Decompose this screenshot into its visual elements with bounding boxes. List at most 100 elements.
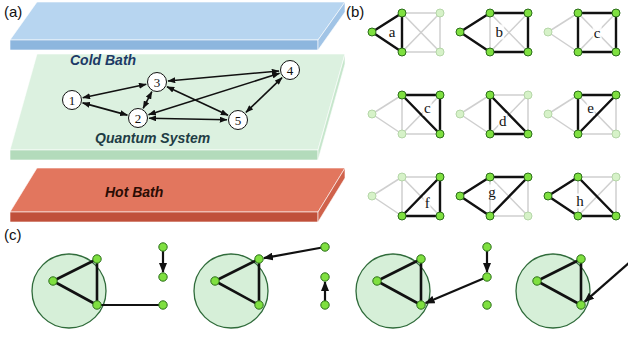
- graph-vertex: [211, 277, 219, 285]
- graph-vertex: [456, 192, 464, 200]
- graph-vertex: [417, 301, 425, 309]
- graph-vertex: [574, 212, 582, 220]
- graph-vertex: [321, 243, 329, 251]
- faint-edge: [548, 114, 578, 134]
- faint-edge: [489, 13, 491, 52]
- graph-vertex: [524, 130, 532, 138]
- cycle-path: [402, 177, 440, 216]
- cycle-label: f: [424, 196, 431, 211]
- cycle-path: [490, 95, 528, 134]
- cycle-icon: [368, 91, 444, 138]
- faint-edge: [402, 51, 440, 53]
- cycle-icon: [368, 9, 444, 56]
- graph-vertex: [486, 9, 494, 17]
- graph-vertex: [373, 277, 381, 285]
- faint-edge: [490, 95, 528, 134]
- faint-edge: [460, 114, 490, 134]
- graph-vertex: [417, 255, 425, 263]
- faint-edge: [372, 114, 402, 134]
- faint-edge: [401, 95, 403, 134]
- slab-face: [318, 2, 345, 50]
- graph-vertex: [524, 9, 532, 17]
- graph-vertex: [49, 277, 57, 285]
- cycle-icon: [456, 91, 532, 138]
- graph-vertex: [574, 91, 582, 99]
- slab-face: [10, 168, 345, 212]
- coupling-sketch: [194, 243, 329, 328]
- slab-face: [10, 212, 318, 222]
- cycle-label: h: [575, 194, 585, 209]
- graph-vertex: [159, 243, 167, 251]
- system-circle: [356, 254, 430, 328]
- bath-label: Hot Bath: [105, 184, 163, 200]
- graph-vertex: [398, 212, 406, 220]
- graph-vertex: [456, 28, 464, 36]
- coupling-sketch: [356, 243, 491, 328]
- faint-edge: [615, 177, 617, 216]
- faint-edge: [490, 215, 528, 217]
- bath-coupling: [264, 247, 325, 258]
- graph-vertex: [436, 9, 444, 17]
- state-number: 1: [69, 94, 76, 107]
- slab-face: [318, 168, 345, 222]
- faint-edge: [578, 95, 616, 134]
- faint-edge: [439, 13, 441, 52]
- faint-edge: [490, 13, 528, 52]
- faint-edge: [402, 13, 440, 52]
- faint-edge: [372, 95, 402, 114]
- system-circle: [194, 254, 268, 328]
- faint-edge: [402, 95, 440, 134]
- state-number: 4: [287, 64, 294, 77]
- faint-edge: [548, 32, 578, 52]
- cycle-icon: [368, 173, 444, 220]
- graph-vertex: [368, 110, 376, 118]
- graph-vertex: [436, 91, 444, 99]
- triangle-cycle: [537, 259, 581, 305]
- state-node: 3: [147, 72, 167, 92]
- faint-edge: [527, 177, 529, 216]
- cycle-label: e: [586, 101, 595, 116]
- state-node: 5: [228, 110, 248, 130]
- graph-vertex: [368, 28, 376, 36]
- state-node: 4: [280, 60, 300, 80]
- faint-edge: [615, 95, 617, 134]
- faint-edge: [402, 13, 440, 52]
- faint-edge: [402, 133, 440, 135]
- graph-vertex: [612, 48, 620, 56]
- cycle-path: [548, 177, 616, 216]
- graph-vertex: [486, 48, 494, 56]
- graph-vertex: [398, 130, 406, 138]
- cycle-icon: [544, 9, 620, 56]
- cycle-label: b: [494, 25, 504, 40]
- system-circle: [32, 254, 106, 328]
- state-number: 5: [235, 114, 242, 127]
- cycle-icon: [456, 173, 532, 220]
- graph-vertex: [159, 301, 167, 309]
- cycle-label: g: [487, 184, 497, 199]
- graph-vertex: [544, 28, 552, 36]
- graph-vertex: [544, 192, 552, 200]
- cycle-path: [578, 95, 616, 134]
- graph-vertex: [612, 9, 620, 17]
- faint-edge: [548, 13, 578, 32]
- cycle-path: [460, 177, 528, 216]
- graph-vertex: [321, 301, 329, 309]
- bath-slab: Quantum System12345: [10, 54, 346, 162]
- bath-label: Quantum System: [95, 130, 210, 146]
- cycle-icon: [544, 91, 620, 138]
- faint-edge: [578, 95, 616, 134]
- bath-coupling: [97, 304, 163, 306]
- system-circle: [516, 254, 590, 328]
- faint-edge: [372, 177, 402, 196]
- triangle-cycle: [215, 259, 259, 305]
- cycle-icon: [544, 173, 620, 220]
- graph-vertex: [93, 255, 101, 263]
- graph-vertex: [612, 130, 620, 138]
- cycle-icon: [456, 9, 532, 56]
- slab-shape: [10, 2, 346, 52]
- graph-vertex: [93, 301, 101, 309]
- graph-vertex: [398, 173, 406, 181]
- faint-edge: [372, 196, 402, 216]
- graph-vertex: [436, 130, 444, 138]
- bath-label: Cold Bath: [70, 52, 136, 68]
